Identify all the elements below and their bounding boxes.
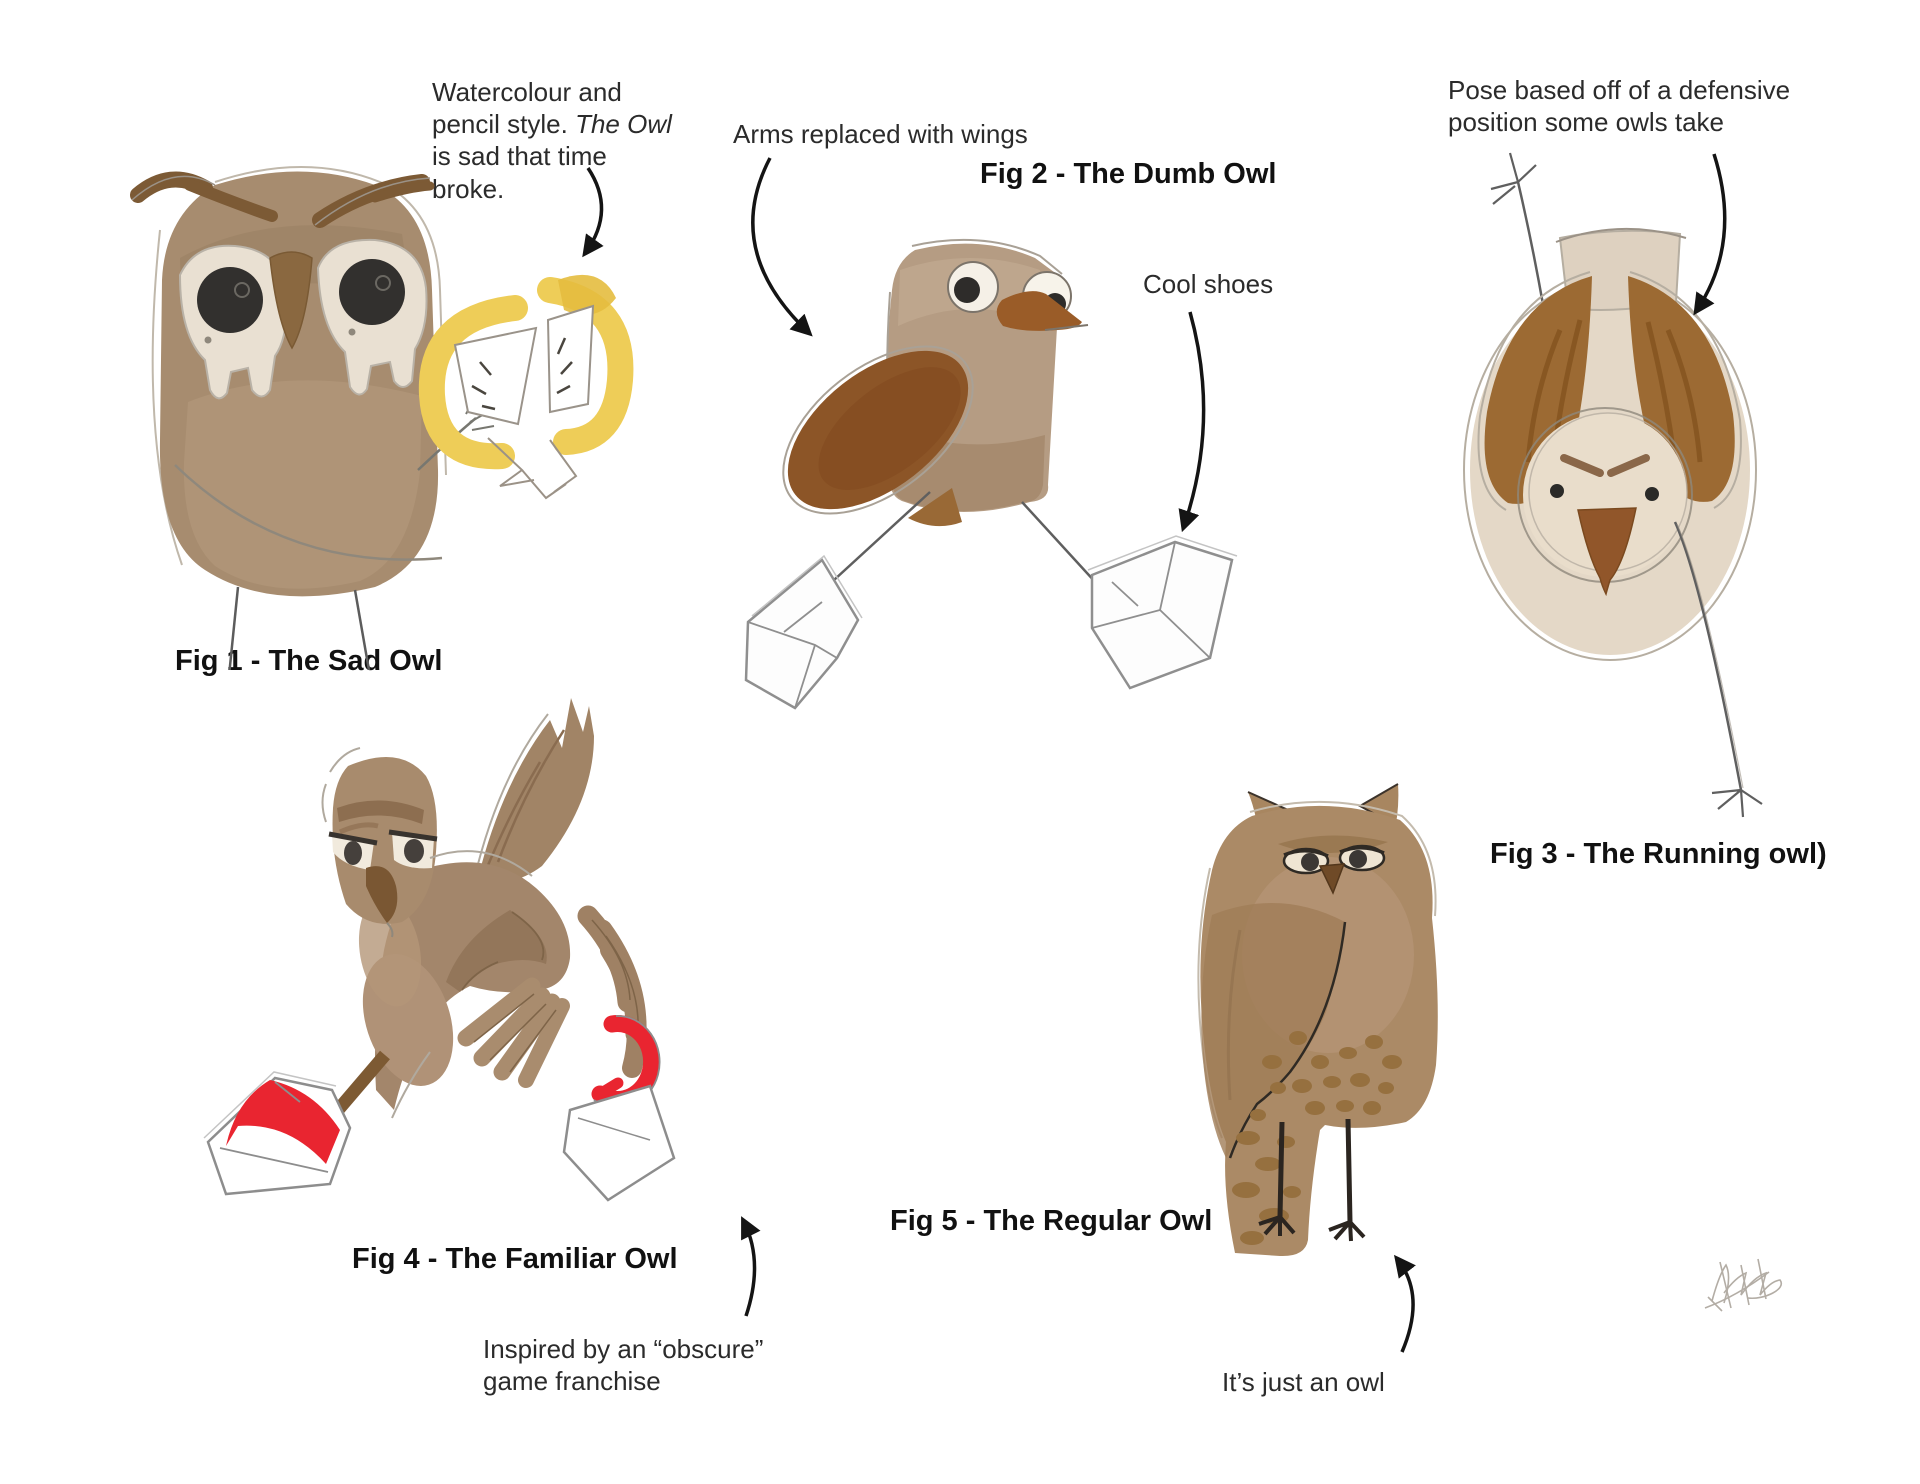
fig5-caption: Fig 5 - The Regular Owl [890, 1205, 1213, 1237]
annotation-inspired: Inspired by an “obscure” game franchise [483, 1334, 764, 1397]
fig1-caption: Fig 1 - The Sad Owl [175, 645, 443, 677]
arrow-inspired-to-shoe [741, 1216, 761, 1317]
artist-signature [1704, 1258, 1783, 1312]
annotation-watercolour: Watercolour and pencil style. The Owl is… [432, 76, 684, 205]
sad-owl-drawing [130, 166, 634, 670]
fig3-caption: Fig 3 - The Running owl) [1490, 838, 1827, 870]
familiar-owl-drawing [203, 698, 676, 1202]
regular-owl-drawing [1197, 783, 1438, 1257]
annotation-arms: Arms replaced with wings [733, 119, 1028, 149]
fig2-caption: Fig 2 - The Dumb Owl [980, 158, 1277, 190]
annotation-watercolour-part3: is sad that time broke. [432, 141, 607, 204]
fig4-caption: Fig 4 - The Familiar Owl [352, 1243, 678, 1275]
annotation-watercolour-part1: Watercolour and pencil style. [432, 77, 622, 140]
annotation-pose: Pose based off of a defensive position s… [1448, 75, 1791, 138]
annotation-watercolour-part2: The Owl [575, 109, 672, 140]
annotation-cool-shoes: Cool shoes [1143, 269, 1274, 299]
dumb-owl-drawing [744, 238, 1238, 710]
running-owl-drawing [1463, 152, 1763, 818]
annotation-just-an-owl: It’s just an owl [1222, 1367, 1385, 1397]
